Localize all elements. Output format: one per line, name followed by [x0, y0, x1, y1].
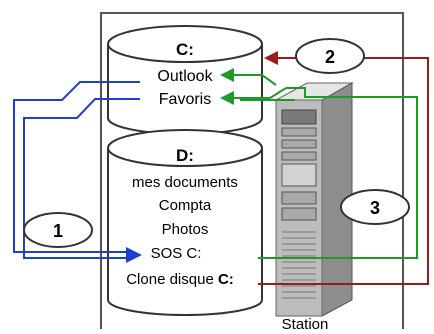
drive-c-cylinder [107, 25, 263, 135]
callout-3-label: 3 [370, 198, 380, 218]
callout-2: 2 [295, 38, 365, 74]
drive-c-title: C: [176, 40, 194, 59]
callout-3: 3 [340, 189, 410, 225]
server-tower-icon [275, 82, 354, 317]
drive-c-item-favoris: Favoris [159, 91, 211, 108]
clone-prefix: Clone disque [126, 271, 218, 288]
green-arrowhead-outlook [220, 68, 234, 82]
drive-d-cylinder [107, 129, 263, 316]
callout-1-label: 1 [53, 221, 63, 241]
green-restore-link [230, 74, 418, 259]
callout-2-label: 2 [325, 47, 335, 67]
drive-d-title: D: [176, 146, 194, 165]
callout-1: 1 [23, 212, 93, 248]
drive-c-item-outlook: Outlook [157, 68, 213, 85]
drive-d-item-sos-c: SOS C: [151, 245, 202, 262]
clone-drive: C: [218, 271, 234, 288]
green-arrowhead-favoris [220, 91, 234, 105]
drive-d-item-compta: Compta [159, 197, 212, 214]
drive-d-item-mes-documents: mes documents [132, 174, 238, 191]
blue-arrowhead [126, 247, 142, 263]
station-label: Station [282, 316, 329, 329]
blue-backup-link [13, 81, 140, 259]
drive-d-item-photos: Photos [162, 221, 209, 238]
red-arrowhead [264, 51, 278, 65]
drive-d-item-clone: Clone disque C: [126, 271, 234, 288]
